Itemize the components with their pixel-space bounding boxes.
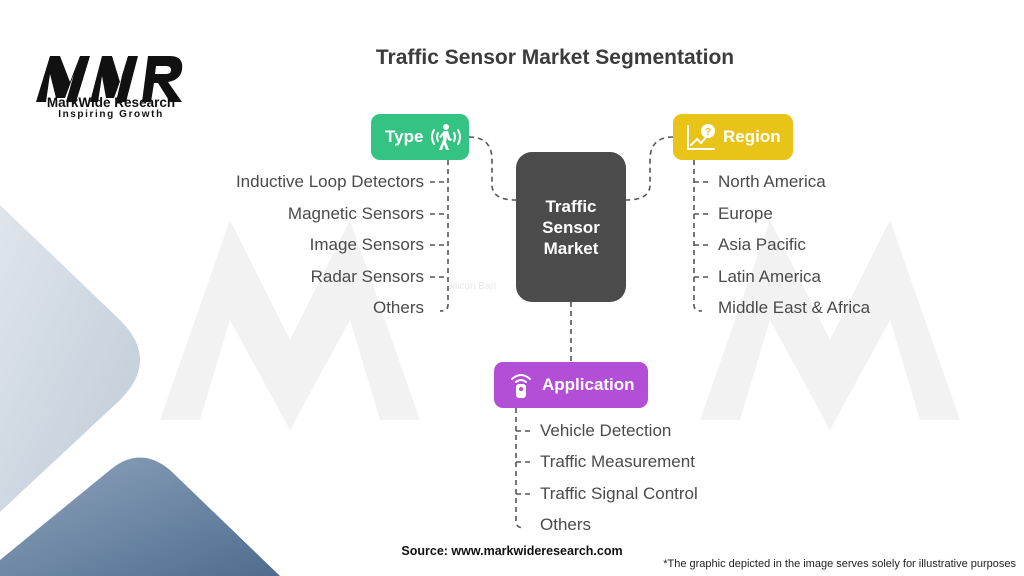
center-line-1: Traffic — [545, 196, 597, 216]
application-item-3: Traffic Signal Control — [540, 484, 698, 503]
segment-application-pill: Application — [494, 362, 648, 408]
type-item-3: Image Sensors — [309, 235, 424, 254]
source-credit: Source: www.markwideresearch.com — [401, 544, 623, 558]
application-item-2: Traffic Measurement — [540, 452, 695, 471]
region-item-4: Latin America — [718, 267, 821, 286]
type-item-5: Others — [372, 298, 424, 317]
application-item-4: Others — [540, 515, 592, 534]
watermark-text: Silicon Bart — [446, 281, 497, 292]
segment-application-label: Application — [542, 375, 635, 394]
application-item-1: Vehicle Detection — [540, 421, 672, 440]
walking-person-signal-icon — [431, 124, 462, 150]
type-item-2: Magnetic Sensors — [287, 204, 424, 223]
type-item-4: Radar Sensors — [310, 267, 424, 286]
brand-name: MarkWide Research — [46, 95, 176, 110]
chart-question-icon: ? — [687, 124, 715, 150]
region-item-3: Asia Pacific — [718, 235, 806, 254]
center-line-2: Sensor — [542, 217, 600, 237]
page-title: Traffic Sensor Market Segmentation — [375, 46, 735, 69]
segment-type-pill: Type — [371, 114, 469, 160]
segment-region-pill: ? Region — [673, 114, 793, 160]
center-line-3: Market — [543, 238, 599, 258]
segment-type-label: Type — [385, 127, 424, 146]
center-node: Traffic Sensor Market — [516, 152, 626, 302]
sensor-device-icon — [511, 374, 531, 398]
region-item-2: Europe — [718, 204, 773, 223]
segment-region-label: Region — [723, 127, 781, 146]
brand-tagline: Inspiring Growth — [58, 109, 164, 120]
region-item-5: Middle East & Africa — [718, 298, 871, 317]
markwide-logo-icon — [36, 56, 183, 102]
svg-text:?: ? — [705, 127, 711, 138]
disclaimer-note: *The graphic depicted in the image serve… — [663, 558, 1016, 570]
region-item-1: North America — [718, 172, 826, 191]
type-item-1: Inductive Loop Detectors — [235, 172, 424, 191]
